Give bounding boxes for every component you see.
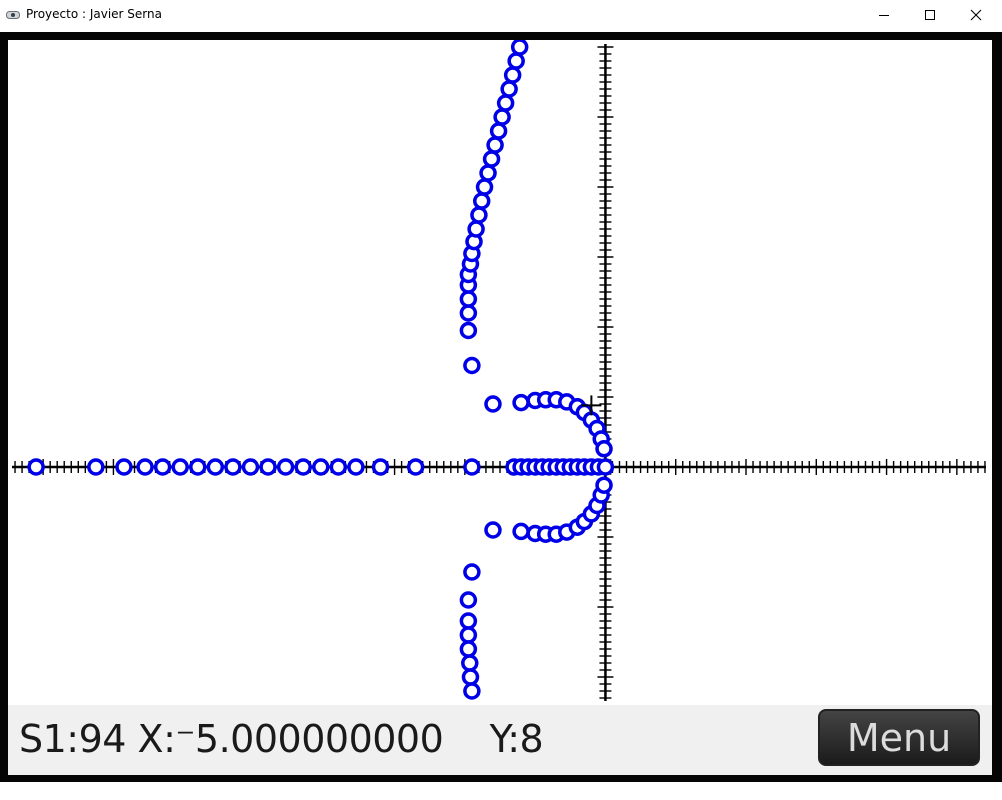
close-button[interactable] <box>953 0 999 30</box>
data-point <box>459 304 478 322</box>
data-point <box>87 458 105 476</box>
data-point <box>463 458 481 476</box>
data-point <box>459 290 478 308</box>
data-point <box>500 80 518 98</box>
data-point <box>475 178 494 196</box>
data-point <box>463 682 481 700</box>
data-point <box>241 458 260 476</box>
data-point <box>507 52 525 70</box>
minimize-icon <box>879 15 889 16</box>
data-point <box>294 458 312 476</box>
data-point <box>461 668 480 686</box>
data-point <box>459 626 478 644</box>
data-point <box>479 164 497 182</box>
data-point <box>27 458 45 476</box>
data-point <box>503 66 522 84</box>
data-point <box>259 458 277 476</box>
plot-screen[interactable]: S1:94 X:⁻5.000000000 Y:8 Menu <box>8 40 992 775</box>
data-point <box>472 192 491 210</box>
data-point <box>459 640 478 658</box>
data-point <box>595 476 613 494</box>
data-point <box>171 458 189 476</box>
data-point <box>512 393 530 412</box>
data-point <box>459 321 478 340</box>
data-point <box>467 220 485 238</box>
data-point <box>596 458 615 476</box>
data-point <box>461 654 479 672</box>
data-point <box>493 108 511 126</box>
data-point <box>459 591 478 609</box>
data-point <box>329 458 348 476</box>
data-point <box>512 522 530 541</box>
window-titlebar[interactable]: Proyecto : Javier Serna <box>0 0 1002 30</box>
data-point <box>510 40 529 56</box>
data-point <box>482 150 501 168</box>
data-point <box>224 458 242 476</box>
data-point <box>470 206 488 224</box>
data-point <box>484 521 502 539</box>
data-point <box>312 458 330 476</box>
data-point <box>406 458 425 476</box>
data-point <box>463 356 481 375</box>
data-point <box>347 458 365 476</box>
data-point <box>136 458 154 476</box>
data-point <box>489 122 508 140</box>
window-title: Proyecto : Javier Serna <box>26 7 162 21</box>
data-point <box>206 458 225 476</box>
cursor-readout: S1:94 X:⁻5.000000000 Y:8 <box>19 717 544 761</box>
data-point <box>484 395 502 413</box>
data-point <box>371 458 390 476</box>
maximize-icon <box>925 10 935 20</box>
data-point <box>459 612 478 630</box>
plot-canvas[interactable] <box>8 40 992 705</box>
data-point <box>189 458 207 476</box>
close-icon <box>970 9 982 21</box>
minimize-button[interactable] <box>861 0 907 30</box>
maximize-button[interactable] <box>907 0 953 30</box>
menu-button[interactable]: Menu <box>818 709 980 766</box>
data-point <box>115 458 133 476</box>
data-point <box>153 458 172 476</box>
calculator-frame: S1:94 X:⁻5.000000000 Y:8 Menu <box>0 32 1002 782</box>
data-point <box>276 458 295 476</box>
data-point <box>595 440 613 458</box>
data-point <box>486 136 504 154</box>
data-point <box>463 563 481 581</box>
data-point <box>496 94 515 112</box>
app-icon <box>6 11 20 19</box>
